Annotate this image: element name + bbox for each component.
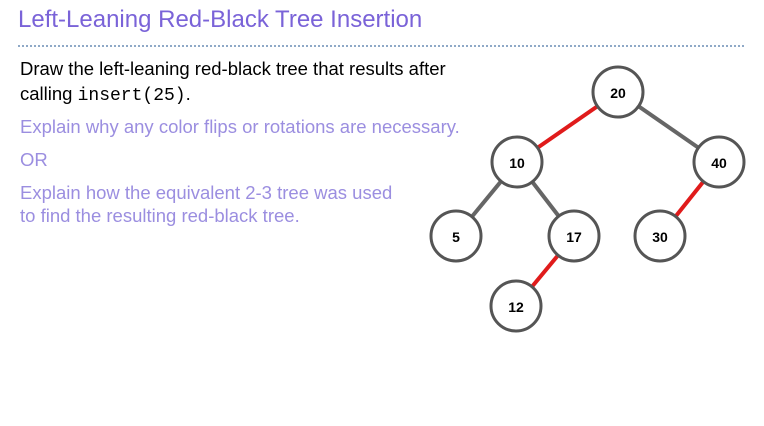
instructions: Draw the left-leaning red-black tree tha… [20, 56, 490, 227]
tree-node-20: 20 [591, 65, 645, 119]
tree-node-30: 30 [633, 209, 687, 263]
insert-code: insert(25) [77, 86, 186, 106]
prompt-suffix: . [185, 83, 191, 104]
tree-node-5: 5 [429, 209, 483, 263]
node-label: 12 [508, 299, 524, 315]
prompt-line-2: calling insert(25). [20, 81, 490, 109]
prompt-line-1: Draw the left-leaning red-black tree tha… [20, 58, 446, 79]
title-divider [18, 45, 744, 47]
prompt-prefix: calling [20, 83, 78, 104]
node-label: 10 [509, 155, 525, 171]
explain-2-3-line-2: to find the resulting red-black tree. [20, 205, 300, 226]
tree-edges [454, 90, 721, 308]
node-label: 5 [452, 229, 460, 245]
explain-2-3-line-1: Explain how the equivalent 2-3 tree was … [20, 182, 393, 203]
tree-nodes: 20 10 40 5 17 30 12 [429, 65, 746, 333]
page-title: Left-Leaning Red-Black Tree Insertion [18, 6, 423, 33]
node-label: 30 [652, 229, 668, 245]
node-label: 20 [610, 85, 626, 101]
tree-node-40: 40 [692, 135, 746, 189]
node-label: 17 [566, 229, 582, 245]
tree-node-12: 12 [489, 279, 543, 333]
tree-node-17: 17 [547, 209, 601, 263]
or-label: OR [20, 149, 48, 170]
tree-node-10: 10 [490, 135, 544, 189]
explain-flips-text: Explain why any color flips or rotations… [20, 116, 460, 137]
node-label: 40 [711, 155, 727, 171]
